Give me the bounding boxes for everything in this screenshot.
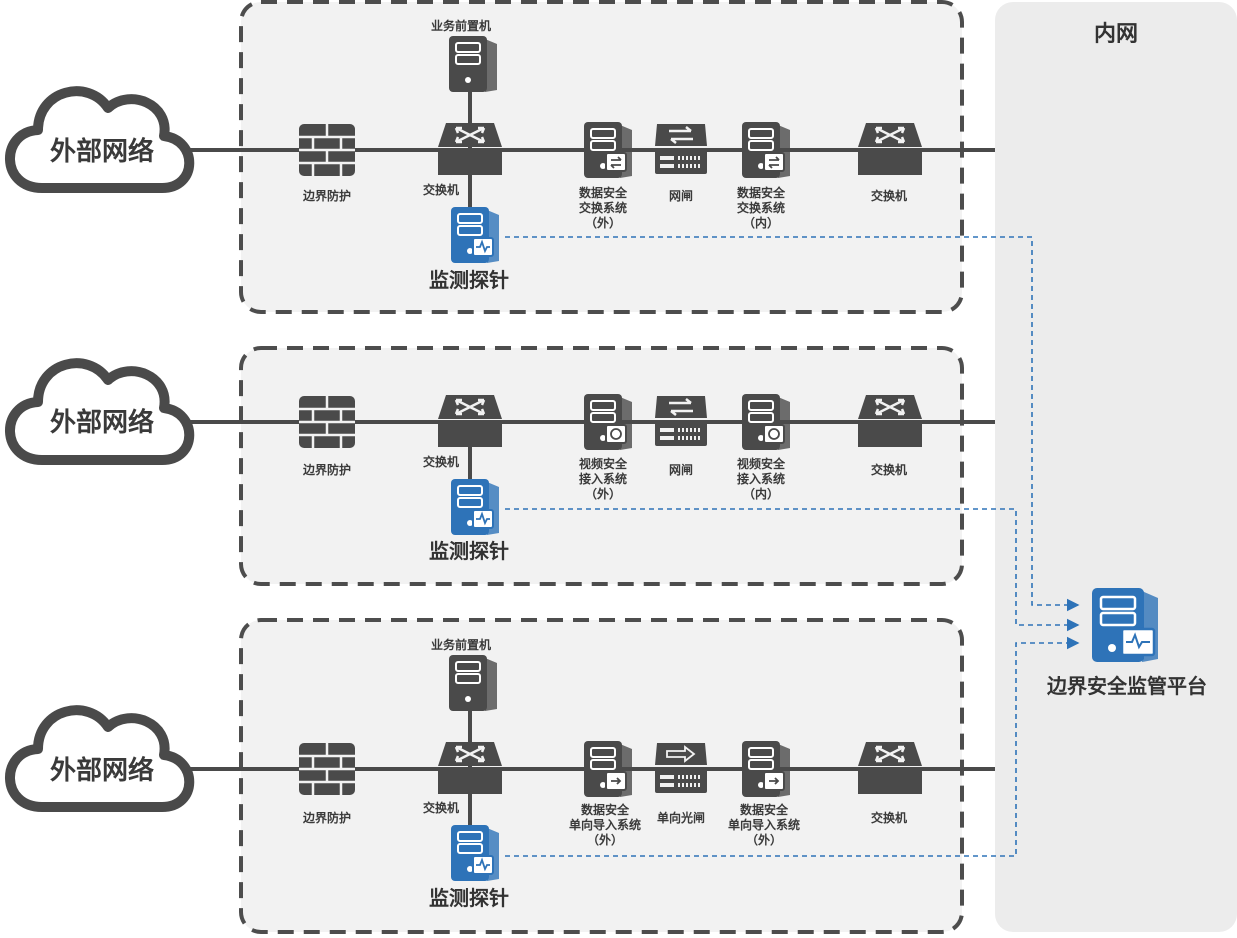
row-3-firewall-label: 边界防护 xyxy=(302,811,352,825)
monitor-link-3 xyxy=(505,636,1080,857)
row-1-firewall-icon xyxy=(299,124,355,176)
row-1-switch-left-icon xyxy=(438,123,502,175)
row-2-system-out-label: 视频安全接入系统（外） xyxy=(578,457,628,501)
row-3-firewall-icon xyxy=(299,743,355,795)
row-3-gateway-label: 单向光闸 xyxy=(656,811,706,825)
row-1-switch-right-icon xyxy=(858,123,922,175)
row-2-probe-icon xyxy=(451,479,499,535)
row-2-switch-left-icon xyxy=(438,395,502,447)
inner-network-title: 内网 xyxy=(1093,22,1139,47)
row-1-gateway-label: 网闸 xyxy=(668,189,694,203)
row-3-front-server-icon xyxy=(449,655,497,711)
row-3-system-out-icon xyxy=(584,741,632,797)
cloud-icon-3 xyxy=(5,705,195,812)
row-3-switch-left-icon xyxy=(438,742,502,794)
row-1-system-in-icon xyxy=(742,122,790,178)
row-3-switch-left-label: 交换机 xyxy=(422,801,460,815)
row-2-system-in-label: 视频安全接入系统（内） xyxy=(736,457,786,501)
row-2-system-out-icon xyxy=(584,394,632,450)
row-1-system-out-icon xyxy=(584,122,632,178)
row-1-switch-right-label: 交换机 xyxy=(870,189,908,203)
row-2-gateway-icon xyxy=(655,396,707,446)
cloud-icon-2 xyxy=(5,358,195,465)
row-1-probe-label: 监测探针 xyxy=(429,268,509,292)
platform-label: 边界安全监管平台 xyxy=(1047,674,1207,698)
row-1-switch-left-label: 交换机 xyxy=(422,183,460,197)
row-1-front-server-icon xyxy=(449,36,497,92)
platform-monitor-icon xyxy=(1092,588,1158,662)
row-3-cloud-label: 外部网络 xyxy=(49,756,155,786)
row-2-system-in-icon xyxy=(742,394,790,450)
inner-network-zone xyxy=(995,2,1237,932)
row-2-switch-right-icon xyxy=(858,395,922,447)
row-3-front-server-label: 业务前置机 xyxy=(430,638,492,652)
row-1-cloud-label: 外部网络 xyxy=(49,137,155,167)
row-1-front-server-label: 业务前置机 xyxy=(430,19,492,33)
row-1-probe-icon xyxy=(451,207,499,263)
row-1-system-in-label: 数据安全交换系统（内） xyxy=(736,186,786,230)
row-3-gateway-icon xyxy=(655,743,707,793)
cloud-icon-1 xyxy=(5,86,195,193)
row-1-firewall-label: 边界防护 xyxy=(302,189,352,203)
row-3-probe-label: 监测探针 xyxy=(429,886,509,910)
row-3-system-out-label: 数据安全单向导入系统（外） xyxy=(568,803,642,847)
row-2-probe-label: 监测探针 xyxy=(429,539,509,563)
monitor-link-2 xyxy=(505,508,1080,632)
row-1-system-out-label: 数据安全交换系统（外） xyxy=(578,186,628,230)
row-3-probe-icon xyxy=(451,825,499,881)
row-2-switch-right-label: 交换机 xyxy=(870,463,908,477)
row-1-gateway-icon xyxy=(655,124,707,174)
row-2-switch-left-label: 交换机 xyxy=(422,455,460,469)
monitor-link-1 xyxy=(505,236,1080,612)
row-3-system-in-icon xyxy=(742,741,790,797)
row-3-system-in-label: 数据安全单向导入系统（外） xyxy=(727,803,801,847)
row-2-firewall-icon xyxy=(299,396,355,448)
row-2-cloud-label: 外部网络 xyxy=(49,408,155,438)
row-2-gateway-label: 网闸 xyxy=(668,463,694,477)
row-3-switch-right-label: 交换机 xyxy=(870,811,908,825)
row-3-switch-right-icon xyxy=(858,742,922,794)
row-2-firewall-label: 边界防护 xyxy=(302,463,352,477)
